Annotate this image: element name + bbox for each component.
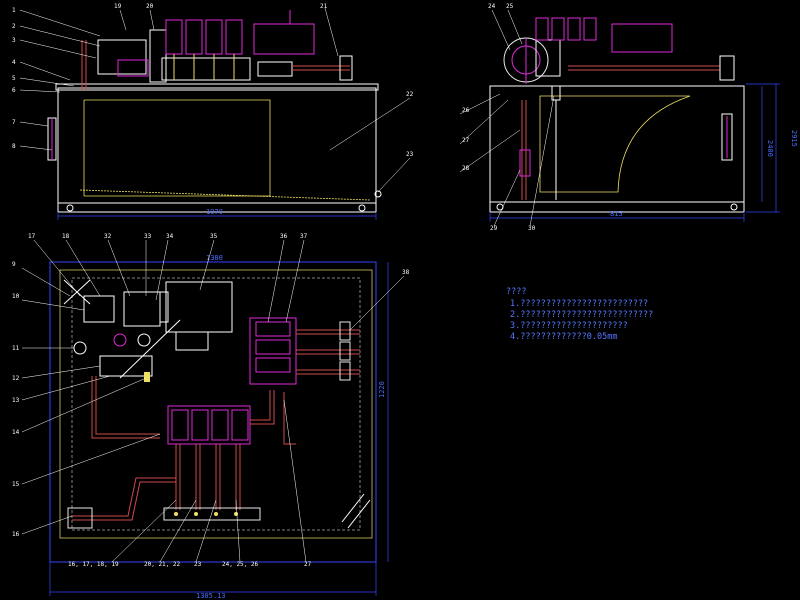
- manifold-front: [161, 57, 251, 81]
- plan-view: [49, 261, 377, 563]
- notes-line: 4.?????????????0.05mm: [510, 332, 617, 342]
- side-view-dimensions: [489, 83, 780, 222]
- part-label: 8: [12, 143, 16, 150]
- part-label: 5: [12, 75, 16, 82]
- plan-bottom-label: 24, 25, 26: [222, 561, 259, 568]
- part-label: 9: [12, 261, 16, 268]
- part-label: 24: [488, 3, 496, 10]
- part-label: 10: [12, 293, 20, 300]
- part-label: 15: [12, 481, 20, 488]
- foot-bolt: [66, 204, 74, 212]
- part-label: 17: [28, 233, 36, 240]
- foot-bolt: [358, 204, 366, 212]
- plan-bottom-label: 27: [304, 561, 312, 568]
- front-leaders: [19, 7, 411, 193]
- side-level-gauge: [721, 113, 733, 161]
- part-label: 26: [462, 107, 470, 114]
- plan-bottom-label: 16, 17, 18, 19: [68, 561, 119, 568]
- part-label: 16: [12, 531, 20, 538]
- side-leaders: [459, 9, 555, 227]
- notes-line: 3.?????????????????????: [510, 321, 628, 331]
- internal-baffle: [84, 99, 271, 197]
- part-label: 4: [12, 59, 16, 66]
- plan-right-dim: 1220: [378, 381, 386, 398]
- plan-top-dim: 1380: [206, 254, 223, 262]
- notes-line: 2.??????????????????????????: [510, 310, 653, 320]
- prop-valve: [253, 23, 315, 55]
- motor-front: [117, 59, 149, 77]
- tank-body: [57, 87, 377, 204]
- notes-line: 1.?????????????????????????: [510, 299, 648, 309]
- front-width-dim: 1070: [206, 208, 223, 216]
- solenoid-valve: [205, 19, 223, 55]
- solenoid-valve: [225, 19, 243, 55]
- part-label: 22: [406, 91, 414, 98]
- side-baffle: [539, 95, 691, 193]
- plan-bottom-label: 23: [194, 561, 202, 568]
- plan-filter-block: [83, 295, 115, 323]
- plan-bottom-label: 20, 21, 22: [144, 561, 181, 568]
- pump-block: [97, 39, 147, 75]
- solenoid-valve: [165, 19, 183, 55]
- side-prop-valve: [611, 23, 673, 53]
- part-label: 11: [12, 345, 20, 352]
- plan-leaders: [21, 239, 405, 563]
- side-view: [489, 17, 745, 213]
- part-label: 36: [280, 233, 288, 240]
- plan-outer-plate: [49, 261, 377, 563]
- part-label: 33: [144, 233, 152, 240]
- part-label: 21: [320, 3, 328, 10]
- tank-top-plate: [55, 83, 379, 91]
- part-label: 12: [12, 375, 20, 382]
- part-label: 34: [166, 233, 174, 240]
- part-label: 1: [12, 7, 16, 14]
- part-label: 19: [114, 3, 122, 10]
- solenoid-valve: [185, 19, 203, 55]
- part-label: 7: [12, 119, 16, 126]
- plan-manifold-upper: [249, 317, 297, 385]
- front-view: [47, 10, 382, 213]
- plan-tank-outline: [59, 269, 373, 539]
- plan-bottom-dim: 1305.13: [196, 592, 226, 600]
- side-tank-body: [489, 85, 745, 203]
- part-label: 32: [104, 233, 112, 240]
- part-number-labels: 1 2 3 4 5 6 7 8 19 20 21 22 23 24 25 26 …: [12, 3, 536, 568]
- part-label: 3: [12, 37, 16, 44]
- part-label: 6: [12, 87, 16, 94]
- side-width-dim: 815: [610, 210, 623, 218]
- part-label: 13: [12, 397, 20, 404]
- part-label: 20: [146, 3, 154, 10]
- part-label: 18: [62, 233, 70, 240]
- side-height-total-dim: 2915: [790, 130, 798, 147]
- plan-dimensions: [49, 261, 389, 596]
- front-view-dimension: [57, 212, 377, 220]
- part-label: 2: [12, 23, 16, 30]
- part-label: 29: [490, 225, 498, 232]
- plan-pump: [123, 291, 161, 327]
- return-filter: [257, 61, 293, 77]
- plan-breather: [73, 341, 87, 355]
- plan-manifold-lower: [167, 405, 251, 445]
- part-label: 27: [462, 137, 470, 144]
- plan-gauge-strip: [163, 507, 261, 521]
- part-label: 38: [402, 269, 410, 276]
- part-label: 30: [528, 225, 536, 232]
- part-label: 37: [300, 233, 308, 240]
- part-label: 14: [12, 429, 20, 436]
- technical-notes: ???? 1.????????????????????????? 2.?????…: [506, 287, 653, 342]
- notes-heading: ????: [506, 287, 526, 297]
- filter-front: [149, 29, 167, 83]
- part-label: 25: [506, 3, 514, 10]
- side-height-tank-dim: 2400: [766, 140, 774, 157]
- part-label: 35: [210, 233, 218, 240]
- part-label: 28: [462, 165, 470, 172]
- part-label: 23: [406, 151, 414, 158]
- drain-plug: [374, 190, 382, 198]
